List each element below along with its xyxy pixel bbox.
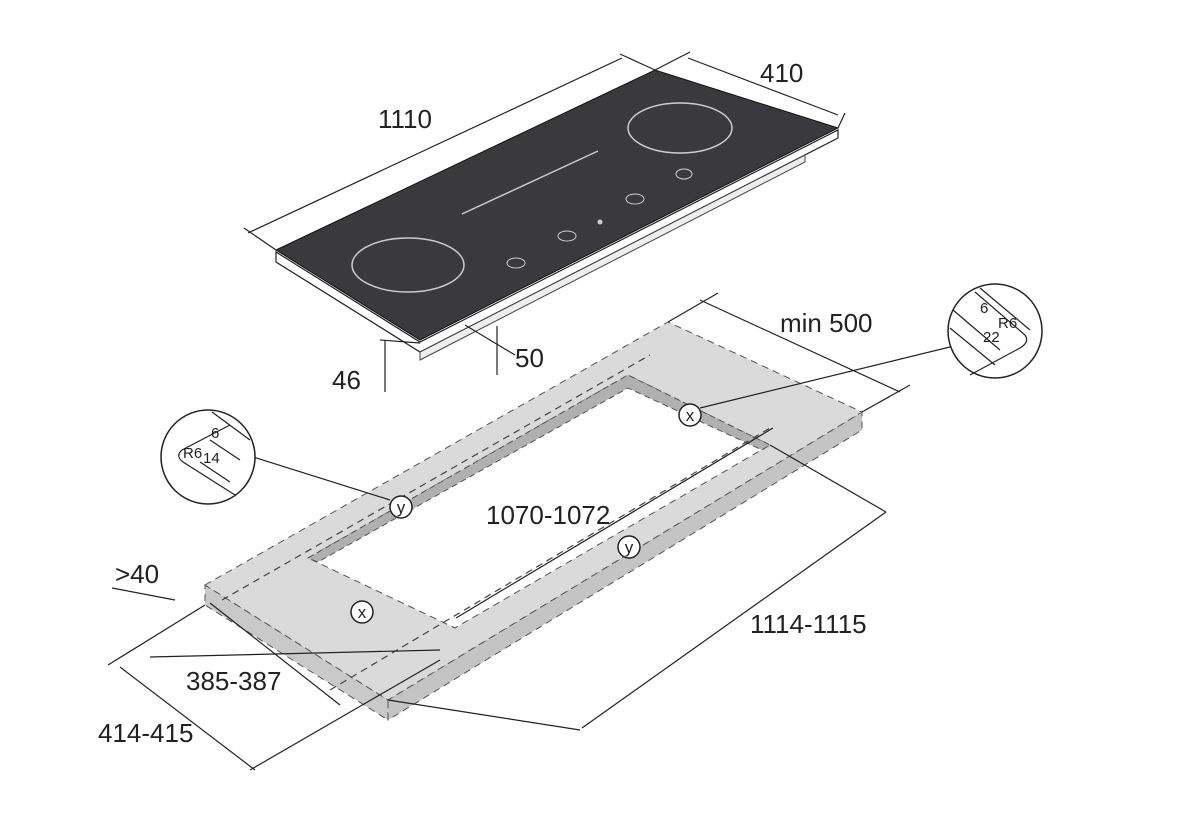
- cooking-zone-right: [627, 102, 733, 154]
- marker-y-right: y: [617, 535, 641, 559]
- min-depth-label: min 500: [780, 308, 873, 338]
- cutout-length-label: 1070-1072: [486, 500, 610, 530]
- control-knob-4: [675, 168, 693, 180]
- marker-y-left: y: [389, 495, 413, 519]
- markers: x x y y: [249, 344, 959, 624]
- control-knob-2: [557, 230, 577, 242]
- detail-y-radius: R6: [183, 445, 202, 462]
- hob-thickness-front-label: 46: [332, 365, 361, 395]
- detail-x-depth: 6: [980, 300, 988, 317]
- detail-y-depth: 6: [211, 425, 219, 442]
- slider-control: [461, 150, 599, 215]
- detail-x-width: 22: [983, 329, 1000, 346]
- marker-x-back: x: [678, 403, 702, 427]
- hob-glass-top: [274, 69, 840, 341]
- svg-text:x: x: [358, 603, 367, 622]
- svg-text:y: y: [397, 498, 406, 517]
- induction-hob: [274, 69, 840, 361]
- marker-x-front: x: [350, 600, 374, 624]
- svg-text:x: x: [686, 406, 695, 425]
- detail-x-radius: R6: [998, 315, 1017, 332]
- detail-y-circle: 6 R6 14: [160, 409, 256, 505]
- countertop-right-side: [387, 411, 863, 721]
- countertop-dimensions: min 500 1070-1072 1114-1115 >40 385-387 …: [98, 292, 911, 771]
- front-margin-label: >40: [115, 559, 159, 589]
- hob-depth-label: 410: [760, 58, 803, 88]
- svg-text:y: y: [625, 538, 634, 557]
- hob-width-label: 1110: [378, 104, 432, 134]
- hob-underframe: [419, 154, 806, 361]
- control-knob-3: [625, 193, 645, 205]
- power-dot: [597, 219, 603, 225]
- detail-y-width: 14: [203, 450, 220, 467]
- cooking-zone-left: [351, 237, 465, 293]
- hob-edge: [275, 129, 839, 353]
- outer-depth-label: 414-415: [98, 718, 193, 748]
- detail-x-circle: 6 R6 22: [947, 283, 1043, 379]
- hob-dimensions: 1110 410 46 50: [243, 51, 846, 395]
- cutout-depth-label: 385-387: [186, 666, 281, 696]
- outer-length-label: 1114-1115: [750, 609, 867, 639]
- hob-thickness-back-label: 50: [515, 343, 544, 373]
- control-knob-1: [506, 257, 526, 269]
